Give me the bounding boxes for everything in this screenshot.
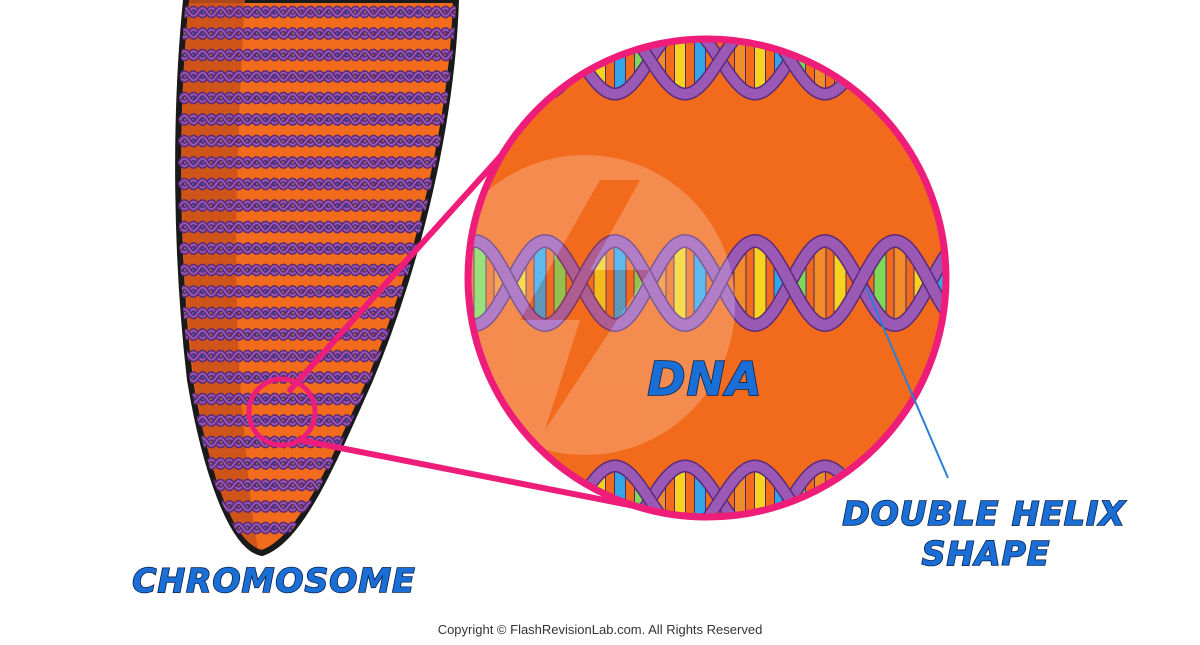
double-helix-leader-line (865, 286, 949, 479)
chromosome-strand (178, 263, 456, 277)
chromosome-strand (178, 521, 456, 535)
magnified-ring (464, 35, 950, 521)
chromosome-strand (178, 5, 456, 19)
chromosome-strand (178, 392, 456, 406)
chromosome-strand (178, 27, 456, 40)
chromosome-strand (178, 134, 456, 148)
chromosome (175, 0, 460, 557)
chromosome-strand (178, 306, 456, 320)
copyright-footer: Copyright © FlashRevisionLab.com. All Ri… (437, 622, 763, 637)
chromosome-strand (178, 220, 456, 234)
chromosome-strand (178, 414, 456, 427)
chromosome-strand (178, 328, 456, 341)
chromosome-strand (178, 177, 456, 191)
magnified-view (464, 35, 950, 521)
chromosome-strand (178, 113, 456, 126)
chromosome-strand (178, 156, 456, 169)
chromosome-strand (178, 48, 456, 62)
chromosome-strand (178, 371, 456, 384)
dna-helix-main (468, 234, 946, 332)
magnified-background (468, 39, 946, 517)
double-helix-label-line2: SHAPE (922, 534, 1051, 573)
double-helix-label-line1: DOUBLE HELIX (842, 494, 1126, 533)
chromosome-strand (178, 91, 456, 105)
chromosome-label: CHROMOSOME (132, 561, 415, 600)
zoom-source-circle (246, 376, 318, 448)
flash-bolt-logo-icon (468, 155, 735, 455)
chromosome-strand (178, 285, 456, 298)
dna-label: DNA (647, 352, 762, 406)
chromosome-strand (178, 199, 456, 212)
chromosome-strand (178, 70, 456, 83)
